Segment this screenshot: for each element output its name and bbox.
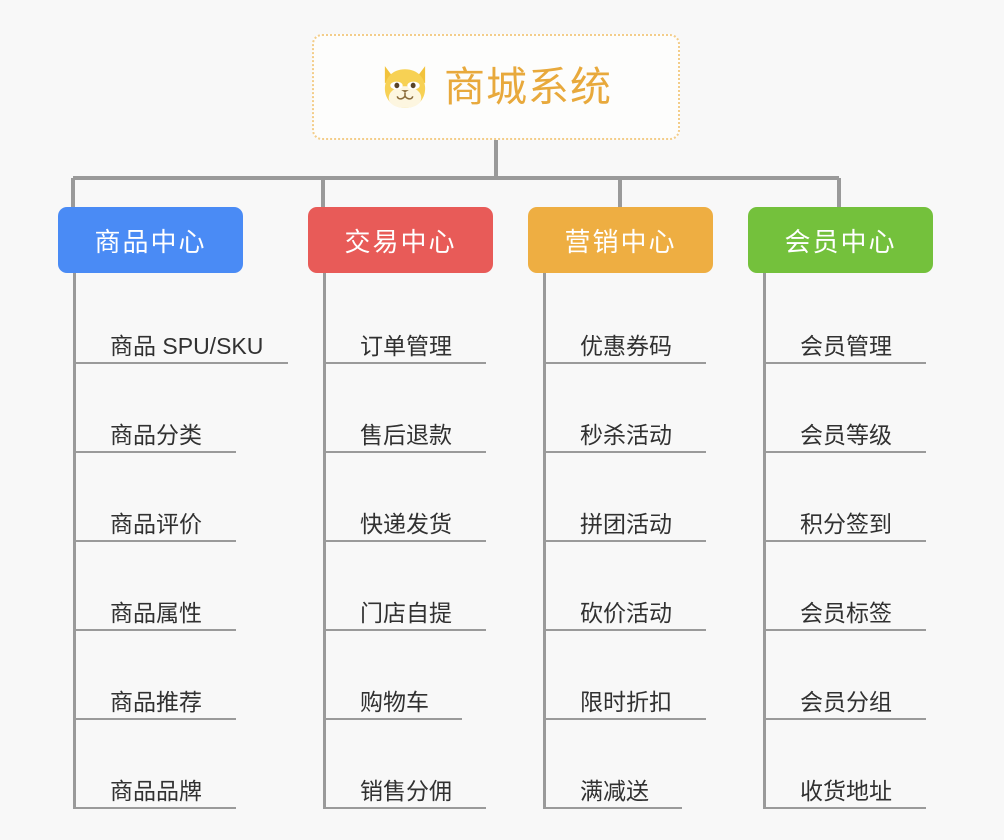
- branch-item-label: 门店自提: [360, 599, 452, 626]
- branch-item[interactable]: 售后退款: [326, 364, 493, 453]
- branch-item-label: 优惠券码: [580, 332, 672, 359]
- branch-item[interactable]: 会员分组: [766, 631, 933, 720]
- branch-item-underline: [546, 362, 706, 364]
- branch-item[interactable]: 商品评价: [76, 453, 269, 542]
- branch-header[interactable]: 商品中心: [58, 207, 243, 273]
- branch-item[interactable]: 砍价活动: [546, 542, 713, 631]
- branch-item[interactable]: 购物车: [326, 631, 493, 720]
- branch-item-label: 积分签到: [800, 510, 892, 537]
- branch-item-label: 会员管理: [800, 332, 892, 359]
- branch-item[interactable]: 商品分类: [76, 364, 269, 453]
- shiba-dog-face-icon: [384, 66, 426, 108]
- branch-item[interactable]: 限时折扣: [546, 631, 713, 720]
- branch-item-underline: [76, 807, 236, 809]
- branch-item[interactable]: 商品属性: [76, 542, 269, 631]
- branch-item-underline: [766, 718, 926, 720]
- branch-item-underline: [326, 540, 486, 542]
- branch-item[interactable]: 会员等级: [766, 364, 933, 453]
- branch-item-underline: [546, 629, 706, 631]
- branch-item-underline: [546, 451, 706, 453]
- branch-item-label: 限时折扣: [580, 688, 672, 715]
- branch-item[interactable]: 积分签到: [766, 453, 933, 542]
- branch-item[interactable]: 门店自提: [326, 542, 493, 631]
- branch-item-underline: [546, 718, 706, 720]
- branch-item[interactable]: 满减送: [546, 720, 713, 809]
- branch-item[interactable]: 快递发货: [326, 453, 493, 542]
- branch-item-label: 满减送: [580, 777, 649, 804]
- branch-item-label: 商品 SPU/SKU: [110, 332, 264, 359]
- branch-item[interactable]: 秒杀活动: [546, 364, 713, 453]
- branch-item-label: 会员标签: [800, 599, 892, 626]
- branch-item-label: 快递发货: [360, 510, 452, 537]
- branch-item-underline: [76, 629, 236, 631]
- branch-item-underline: [76, 362, 288, 364]
- branch-item[interactable]: 会员标签: [766, 542, 933, 631]
- branch-item-label: 商品属性: [110, 599, 202, 626]
- branch-items: 商品 SPU/SKU 商品分类商品评价商品属性商品推荐商品品牌: [73, 273, 288, 809]
- branch-item-label: 会员等级: [800, 421, 892, 448]
- branch-item-label: 销售分佣: [360, 777, 452, 804]
- branch-item-label: 购物车: [360, 688, 429, 715]
- branch-item-label: 订单管理: [360, 332, 452, 359]
- root-title: 商城系统: [444, 63, 612, 110]
- branch-item-label: 商品推荐: [110, 688, 202, 715]
- branch-item[interactable]: 商品 SPU/SKU: [76, 275, 288, 364]
- branch-item[interactable]: 商品品牌: [76, 720, 269, 809]
- branch-item-underline: [326, 451, 486, 453]
- root-node[interactable]: 商城系统: [312, 34, 680, 140]
- branch-item[interactable]: 订单管理: [326, 275, 493, 364]
- branch-item[interactable]: 会员管理: [766, 275, 933, 364]
- branch-items: 优惠券码秒杀活动拼团活动砍价活动限时折扣满减送: [543, 273, 713, 809]
- branch-items: 订单管理售后退款快递发货门店自提购物车销售分佣: [323, 273, 493, 809]
- branch-column: 商品中心商品 SPU/SKU 商品分类商品评价商品属性商品推荐商品品牌: [58, 207, 288, 809]
- branch-item-label: 拼团活动: [580, 510, 672, 537]
- branch-item-underline: [766, 540, 926, 542]
- branch-item-underline: [326, 629, 486, 631]
- branch-item-label: 会员分组: [800, 688, 892, 715]
- branch-item-label: 秒杀活动: [580, 421, 672, 448]
- branch-header[interactable]: 交易中心: [308, 207, 493, 273]
- branch-item[interactable]: 拼团活动: [546, 453, 713, 542]
- branch-item-underline: [76, 451, 236, 453]
- branch-item[interactable]: 商品推荐: [76, 631, 269, 720]
- branch-item-underline: [326, 807, 486, 809]
- branch-item-label: 售后退款: [360, 421, 452, 448]
- branch-item-underline: [76, 718, 236, 720]
- branch-item-underline: [766, 362, 926, 364]
- branch-header[interactable]: 会员中心: [748, 207, 933, 273]
- branch-item-underline: [766, 451, 926, 453]
- branch-column: 营销中心优惠券码秒杀活动拼团活动砍价活动限时折扣满减送: [528, 207, 713, 809]
- branch-item-label: 商品评价: [110, 510, 202, 537]
- branch-header[interactable]: 营销中心: [528, 207, 713, 273]
- branch-item-underline: [546, 807, 682, 809]
- branch-item[interactable]: 收货地址: [766, 720, 933, 809]
- branch-item-underline: [766, 807, 926, 809]
- branch-column: 会员中心会员管理会员等级积分签到会员标签会员分组收货地址: [748, 207, 933, 809]
- branch-item-underline: [546, 540, 706, 542]
- branch-column: 交易中心订单管理售后退款快递发货门店自提购物车销售分佣: [308, 207, 493, 809]
- branch-item[interactable]: 销售分佣: [326, 720, 493, 809]
- branch-item-underline: [76, 540, 236, 542]
- branch-item-label: 收货地址: [800, 777, 892, 804]
- branch-item-label: 商品品牌: [110, 777, 202, 804]
- branch-item-label: 商品分类: [110, 421, 202, 448]
- branch-item-underline: [326, 362, 486, 364]
- branch-item-underline: [766, 629, 926, 631]
- branch-items: 会员管理会员等级积分签到会员标签会员分组收货地址: [763, 273, 933, 809]
- branch-item-label: 砍价活动: [580, 599, 672, 626]
- branch-item[interactable]: 优惠券码: [546, 275, 713, 364]
- branch-item-underline: [326, 718, 462, 720]
